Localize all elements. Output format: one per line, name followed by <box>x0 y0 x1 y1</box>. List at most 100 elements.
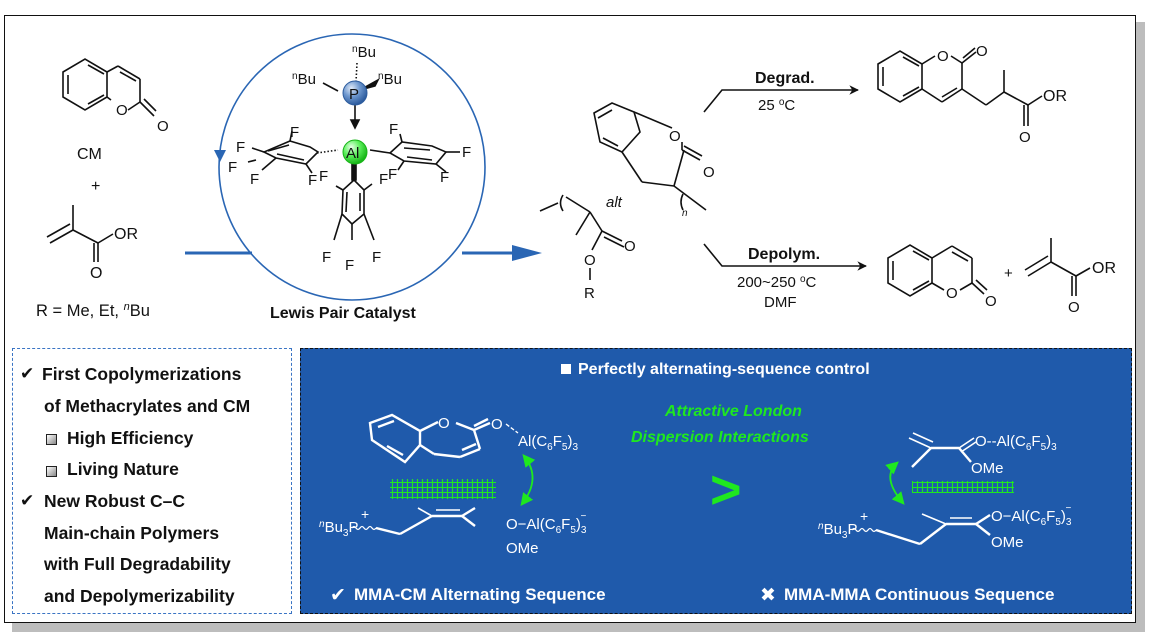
f-label: F <box>379 171 388 188</box>
feature-item: Living Nature <box>67 459 179 479</box>
cm-complex-ring-o: O <box>438 415 450 432</box>
polymer-r: R <box>584 285 595 302</box>
feature-item: New Robust C–C <box>44 491 185 511</box>
f-label: F <box>308 172 317 189</box>
coumarin-structure <box>62 58 157 117</box>
dispersion-interaction-hatch <box>390 479 496 499</box>
mechanism-header: Perfectly alternating-sequence control <box>578 361 870 378</box>
cycle-direction-arrowhead <box>214 150 226 162</box>
degradation-product-or: OR <box>1043 88 1067 105</box>
depolymerization-arrow <box>703 243 867 271</box>
interaction-label-line1: Attractive London <box>664 403 802 420</box>
methacrylate-structure <box>46 205 114 262</box>
f-label: F <box>236 139 245 156</box>
depolymerization-label: Depolym. <box>748 246 820 263</box>
mma-complex-structure <box>908 432 977 468</box>
depolymerization-methacrylate-o: O <box>1068 299 1080 316</box>
feature-item: with Full Degradability <box>44 554 231 574</box>
mma-chain-phosphonium: nBu3P <box>818 521 858 541</box>
mma-chain-ome: OMe <box>991 534 1024 551</box>
f-label: F <box>250 171 259 188</box>
greater-than-comparison: > <box>710 460 742 520</box>
product-arrowhead <box>512 245 542 261</box>
f-label: F <box>389 121 398 138</box>
polymer-structure <box>539 102 707 280</box>
degradation-product-o: O <box>1019 129 1031 146</box>
mma-complex-ome: OMe <box>971 460 1004 477</box>
square-bullet-icon <box>46 434 57 445</box>
cross-icon: ✖ <box>760 585 776 606</box>
methacrylate-or: OR <box>114 226 138 243</box>
feature-item: of Methacrylates and CM <box>44 396 251 416</box>
r-definition: R = Me, Et, nBu <box>36 301 150 320</box>
mma-chain-plus: + <box>860 508 868 524</box>
cm-complex-carbonyl-o: O <box>491 416 503 433</box>
alt-label: alt <box>606 194 623 211</box>
mma-complex-al-label: O--Al(C6F5)3 <box>975 433 1057 453</box>
cm-chain-ome: OMe <box>506 540 539 557</box>
right-caption: MMA-MMA Continuous Sequence <box>784 585 1054 604</box>
phosphorus-label: P <box>349 86 359 103</box>
depolymerization-condition: 200~250 oC <box>737 274 817 291</box>
reactant-plus: + <box>91 178 100 195</box>
butyl-left: nBu <box>292 71 316 88</box>
f-label: F <box>290 124 299 141</box>
feature-item: First Copolymerizations <box>42 364 242 384</box>
cm-label: CM <box>77 146 102 163</box>
butyl-right: nBu <box>378 71 402 88</box>
catalyst-structure <box>247 62 460 241</box>
repeat-n-label: n <box>682 208 688 219</box>
f-label: F <box>322 249 331 266</box>
feature-item: Main-chain Polymers <box>44 523 220 543</box>
cm-chain-structure <box>351 506 476 536</box>
feature-item: High Efficiency <box>67 428 194 448</box>
f-label: F <box>372 249 381 266</box>
polymer-alkoxy-o: O <box>584 252 596 269</box>
catalyst-title: Lewis Pair Catalyst <box>270 305 417 322</box>
aluminum-atom <box>342 139 368 165</box>
depolymerization-methacrylate-structure <box>1024 238 1091 296</box>
degradation-arrow <box>703 85 859 113</box>
polymer-ester-o: O <box>624 238 636 255</box>
mma-chain-enolate: O−Al(C6F5)3− <box>991 503 1072 528</box>
polymer-carbonyl-o: O <box>703 164 715 181</box>
interaction-double-arrow <box>885 461 905 505</box>
depolymerization-coumarin-carbonyl-o: O <box>985 293 997 310</box>
square-bullet-icon <box>46 466 57 477</box>
fluorine-labels: F F F F F F F F F F F F F F <box>228 121 471 274</box>
interaction-label-line2: Dispersion Interactions <box>631 429 809 446</box>
degradation-product-ring-o: O <box>937 48 949 65</box>
cm-chain-enolate: O−Al(C6F5)3− <box>506 511 587 536</box>
f-label: F <box>462 144 471 161</box>
check-icon: ✔ <box>330 585 346 606</box>
degradation-label: Degrad. <box>755 70 815 87</box>
f-label: F <box>228 159 237 176</box>
mma-chain-structure <box>851 513 991 546</box>
degradation-condition: 25 oC <box>758 97 795 114</box>
degradation-product-structure <box>877 47 1043 126</box>
depolymerization-methacrylate-or: OR <box>1092 260 1116 277</box>
coumarin-carbonyl-o: O <box>157 118 169 135</box>
catalytic-cycle-circle <box>218 33 486 301</box>
depolymerization-coumarin-ring-o: O <box>946 285 958 302</box>
phosphorus-atom <box>342 80 368 106</box>
check-icon: ✔ <box>20 364 35 383</box>
interaction-double-arrow <box>520 454 536 506</box>
f-label: F <box>345 257 354 274</box>
cm-chain-phosphonium: nBu3P <box>319 519 359 539</box>
cm-complex-structure <box>368 413 519 464</box>
coumarin-ring-o: O <box>116 102 128 119</box>
features-box <box>12 348 292 614</box>
cm-chain-plus: + <box>361 506 369 522</box>
depolymerization-plus: + <box>1004 265 1013 282</box>
aluminum-label: Al <box>346 145 359 162</box>
check-icon: ✔ <box>20 491 35 510</box>
f-label: F <box>319 168 328 185</box>
feature-item: and Depolymerizability <box>44 586 235 606</box>
left-caption: MMA-CM Alternating Sequence <box>354 585 606 604</box>
degradation-product-carbonyl-o: O <box>976 43 988 60</box>
f-label: F <box>388 166 397 183</box>
methacrylate-o: O <box>90 265 102 282</box>
